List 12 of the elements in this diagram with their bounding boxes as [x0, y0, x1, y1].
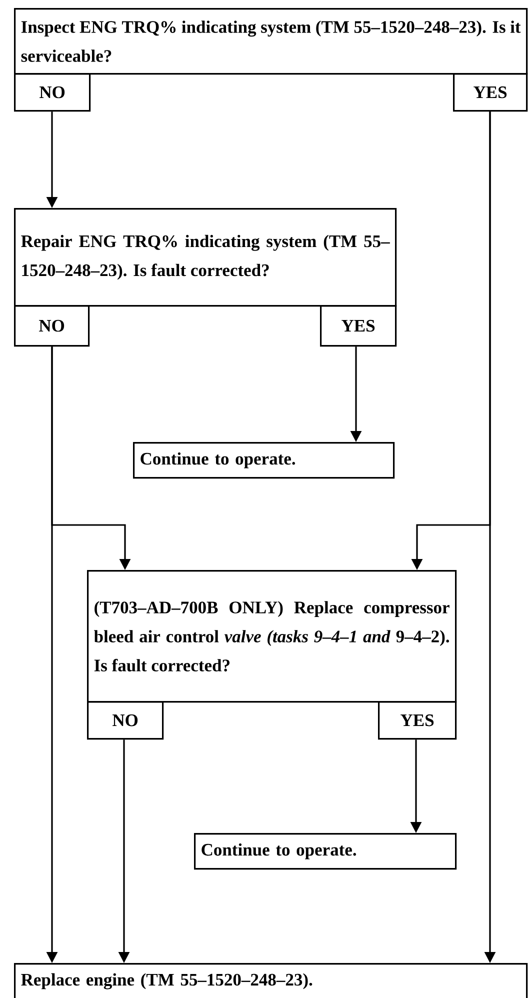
decision-box: (T703–AD–700B ONLY) Replace compressor bleed air control valve (tasks 9–4–1 and 9–4–2). Is fault corrected? — [87, 570, 457, 703]
answer-tab: YES — [453, 73, 528, 112]
answer-tab: NO — [14, 305, 90, 347]
answer-tab: YES — [320, 305, 397, 347]
decision-box: Repair ENG TRQ% indicating system (TM 55–1520–248–23). Is fault corrected? — [14, 208, 397, 307]
decision-box: Inspect ENG TRQ% indicating system (TM 55–1520–248–23). Is it serviceable? — [14, 8, 528, 75]
answer-tab: YES — [378, 701, 457, 740]
answer-tab: NO — [14, 73, 91, 112]
action-box: Continue to operate. — [133, 442, 395, 479]
action-box: Continue to operate. — [194, 833, 457, 870]
answer-tab: NO — [87, 701, 164, 740]
action-box: Replace engine (TM 55–1520–248–23). — [14, 963, 528, 998]
